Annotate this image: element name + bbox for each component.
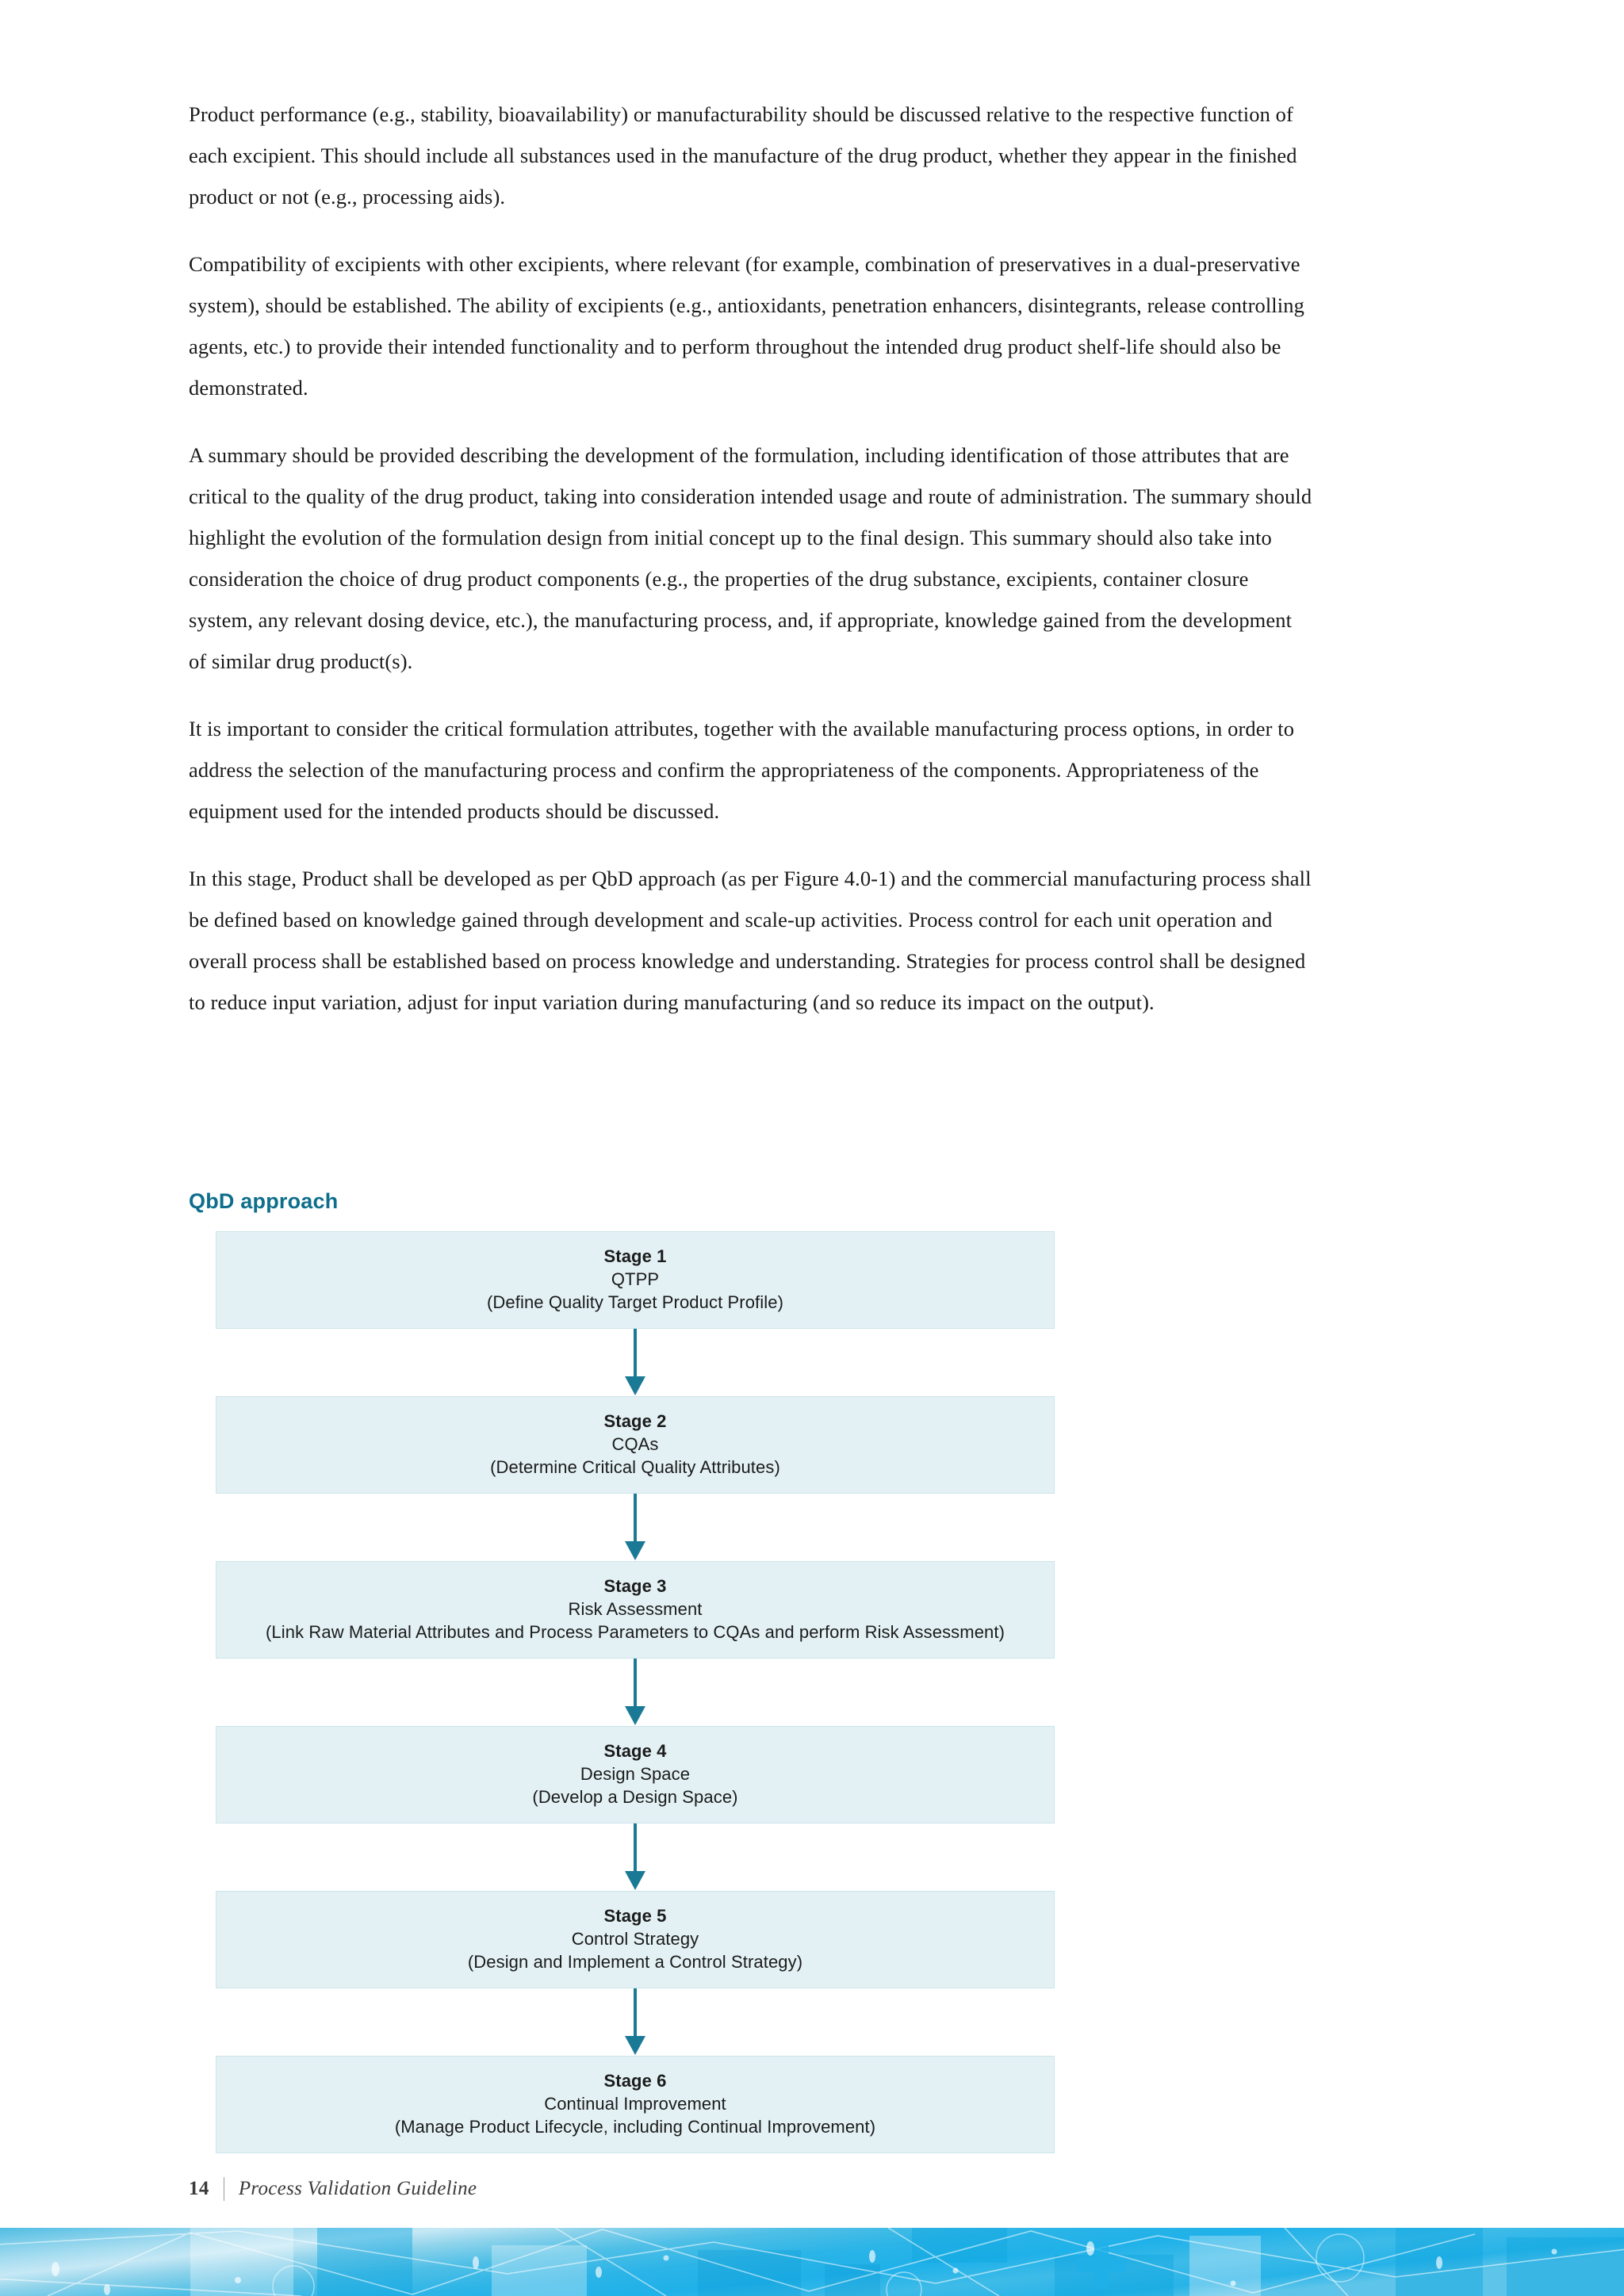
paragraph-3: A summary should be provided describing … — [189, 443, 1312, 673]
stage-4-subtitle: Design Space — [580, 1764, 691, 1784]
connector-stem — [634, 1494, 637, 1546]
connector-stem — [634, 1988, 637, 2041]
arrow-down-icon — [625, 1871, 645, 1890]
flowchart-stage-4: Stage 4 Design Space (Develop a Design S… — [216, 1726, 1055, 1823]
qbd-flowchart: Stage 1 QTPP (Define Quality Target Prod… — [216, 1231, 1055, 2153]
flowchart-stage-3: Stage 3 Risk Assessment (Link Raw Materi… — [216, 1561, 1055, 1659]
stage-1-subtitle: QTPP — [611, 1269, 660, 1289]
stage-1-title: Stage 1 — [603, 1246, 667, 1266]
paragraph-1: Product performance (e.g., stability, bi… — [189, 102, 1297, 209]
stage-1-description: (Define Quality Target Product Profile) — [487, 1292, 783, 1312]
stage-5-description: (Design and Implement a Control Strategy… — [467, 1952, 803, 1972]
stage-2-description: (Determine Critical Quality Attributes) — [490, 1457, 780, 1477]
connector-stem — [634, 1329, 637, 1381]
stage-2-subtitle: CQAs — [611, 1434, 659, 1454]
connector-2-to-3 — [216, 1494, 1055, 1561]
stage-3-description: (Link Raw Material Attributes and Proces… — [265, 1622, 1005, 1642]
flowchart-stage-6: Stage 6 Continual Improvement (Manage Pr… — [216, 2056, 1055, 2153]
paragraph-4: It is important to consider the critical… — [189, 717, 1295, 823]
stage-5-subtitle: Control Strategy — [571, 1929, 699, 1949]
stage-2-title: Stage 2 — [603, 1411, 667, 1431]
arrow-down-icon — [625, 1376, 645, 1395]
body-content: Product performance (e.g., stability, bi… — [189, 94, 1313, 1023]
page-number: 14 — [189, 2178, 209, 2199]
arrow-down-icon — [625, 1541, 645, 1560]
stage-4-description: (Develop a Design Space) — [532, 1787, 738, 1807]
footer-decorative-band — [0, 2228, 1624, 2296]
flowchart-stage-2: Stage 2 CQAs (Determine Critical Quality… — [216, 1396, 1055, 1494]
band-graphic — [0, 2228, 1624, 2296]
connector-4-to-5 — [216, 1823, 1055, 1891]
footer-document-title: Process Validation Guideline — [238, 2178, 477, 2199]
figure-heading: QbD approach — [189, 1189, 339, 1213]
connector-stem — [634, 1659, 637, 1711]
arrow-down-icon — [625, 1706, 645, 1725]
stage-3-subtitle: Risk Assessment — [568, 1599, 703, 1619]
stage-6-title: Stage 6 — [603, 2071, 667, 2091]
flowchart-stage-1: Stage 1 QTPP (Define Quality Target Prod… — [216, 1231, 1055, 1329]
paragraph-2: Compatibility of excipients with other e… — [189, 252, 1304, 400]
stage-5-title: Stage 5 — [603, 1906, 667, 1926]
connector-1-to-2 — [216, 1329, 1055, 1396]
connector-stem — [634, 1823, 637, 1876]
stage-6-description: (Manage Product Lifecycle, including Con… — [394, 2117, 876, 2137]
stage-4-title: Stage 4 — [603, 1741, 667, 1761]
connector-3-to-4 — [216, 1659, 1055, 1726]
page-footer: 14 Process Validation Guideline — [189, 2177, 477, 2201]
connector-5-to-6 — [216, 1988, 1055, 2056]
stage-6-subtitle: Continual Improvement — [544, 2094, 726, 2114]
stage-3-title: Stage 3 — [603, 1576, 667, 1596]
paragraph-5: In this stage, Product shall be develope… — [189, 867, 1312, 1014]
flowchart-stage-5: Stage 5 Control Strategy (Design and Imp… — [216, 1891, 1055, 1988]
arrow-down-icon — [625, 2036, 645, 2055]
